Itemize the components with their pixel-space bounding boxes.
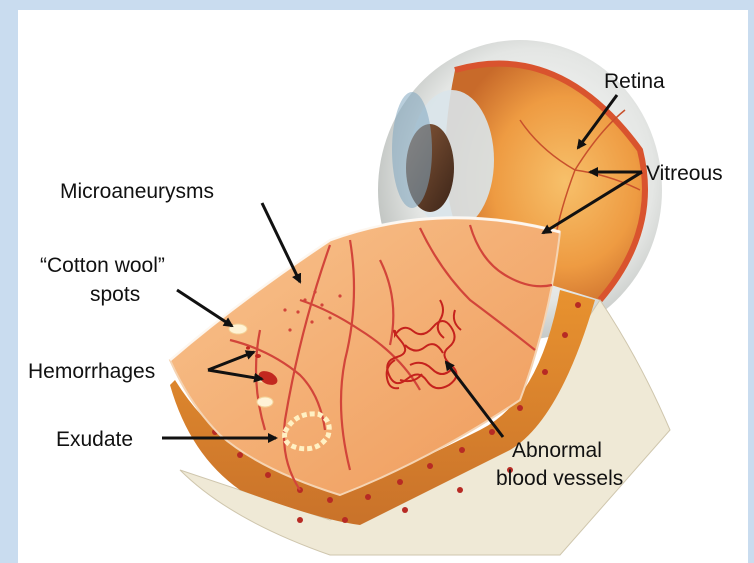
label-hemorrhages: Hemorrhages [28,360,155,383]
label-retina: Retina [604,70,665,93]
label-abnormal-line2: blood vessels [496,467,623,490]
label-vitreous: Vitreous [646,162,723,185]
arrow-cotton-wool [177,290,232,326]
label-microaneurysms: Microaneurysms [60,180,214,203]
label-exudate: Exudate [56,428,133,451]
cornea [392,92,432,208]
label-cotton-wool-line1: “Cotton wool” [40,254,165,277]
label-cotton-wool-line2: spots [90,283,140,306]
label-abnormal-line1: Abnormal [512,439,602,462]
arrow-microaneurysms [262,203,300,282]
